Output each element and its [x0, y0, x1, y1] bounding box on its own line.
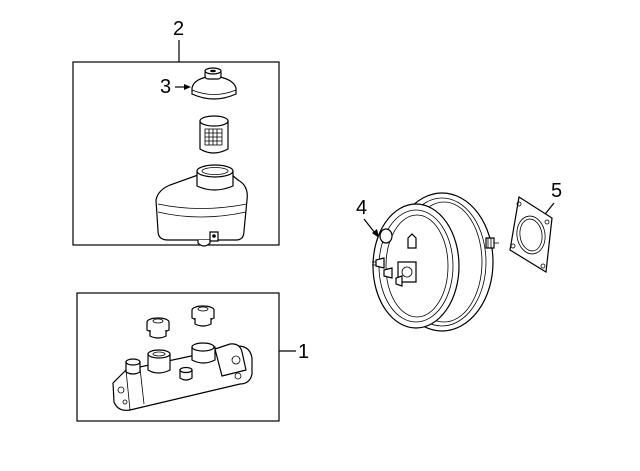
leader-4 — [363, 218, 376, 234]
callout-2: 2 — [173, 18, 184, 40]
grommet-icon — [146, 317, 170, 339]
master-cylinder-icon — [112, 342, 253, 411]
callout-1: 1 — [298, 341, 309, 363]
callout-3: 3 — [160, 76, 171, 98]
master-cylinder-group: 1 — [76, 292, 309, 422]
callout-4: 4 — [356, 197, 367, 219]
brake-booster-icon — [372, 192, 499, 332]
grommet-icon — [191, 305, 215, 327]
fluid-reservoir-icon — [155, 164, 248, 247]
brake-booster-group: 4 — [356, 192, 499, 332]
callout-5: 5 — [551, 180, 562, 202]
master-cylinder-box — [76, 292, 280, 422]
reservoir-assembly-group: 2 3 — [72, 18, 280, 247]
arrow-3 — [184, 84, 191, 90]
arrow-4 — [372, 229, 379, 238]
reservoir-cap-icon — [191, 67, 237, 100]
booster-gasket-icon — [509, 196, 553, 274]
booster-gasket-group: 5 — [509, 180, 562, 274]
reservoir-assembly-box — [72, 61, 280, 246]
reservoir-filter-icon — [199, 115, 229, 154]
